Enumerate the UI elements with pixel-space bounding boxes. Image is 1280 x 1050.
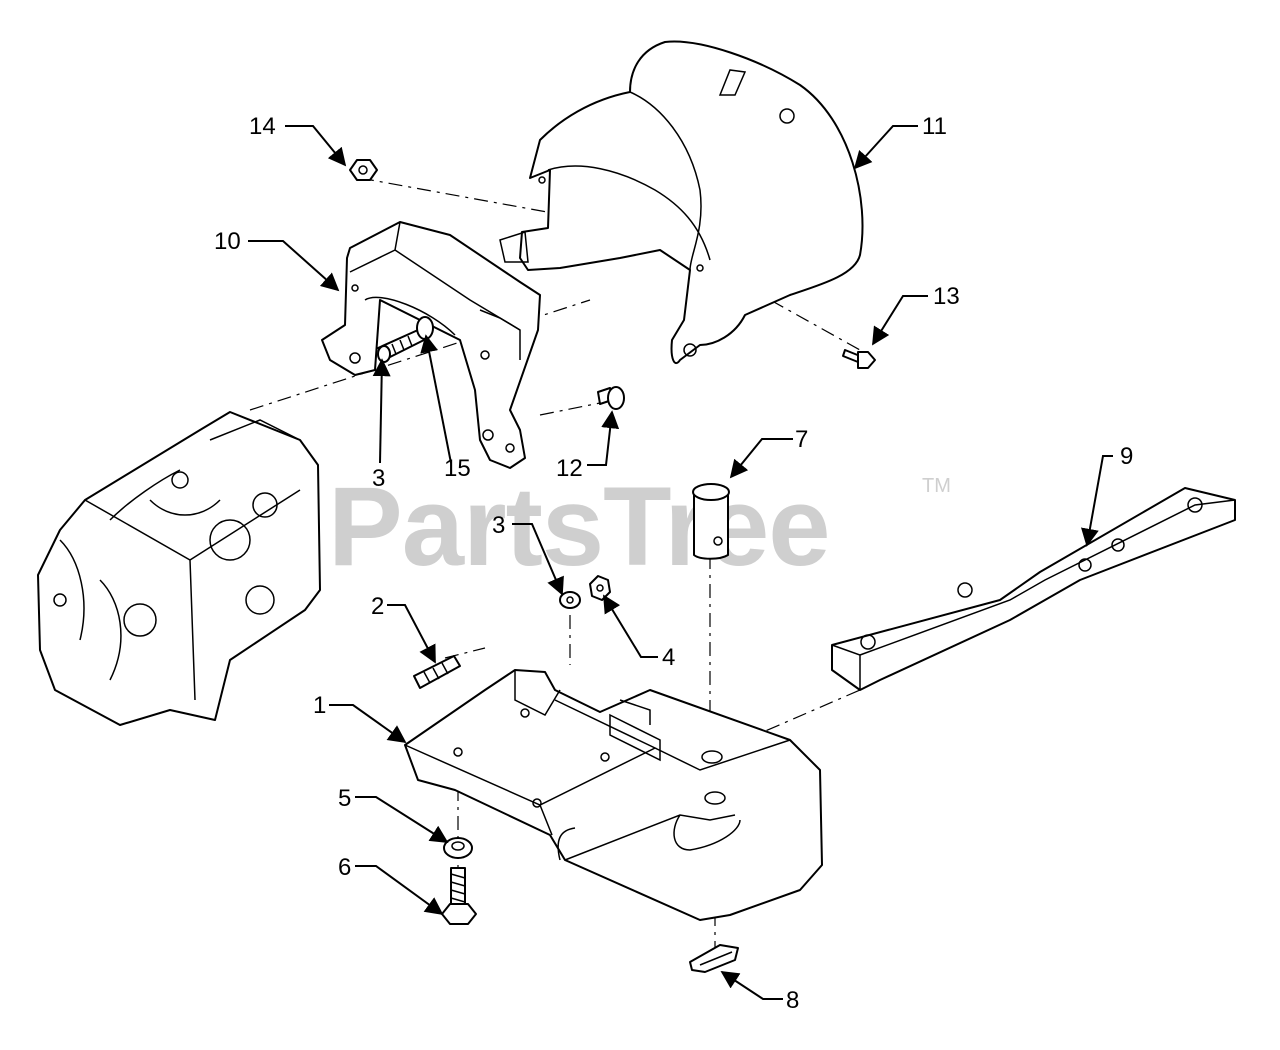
callout-labels: 14 11 10 13 3 15 12 7 9 3 2 4 1 5 6 8 [214,113,1133,1014]
bolt-part-13 [842,349,876,369]
callout-label-1: 1 [313,692,326,719]
cotter-pin-part-8 [689,944,739,973]
pin-part-7 [692,483,730,560]
bolt-part-6 [441,867,477,925]
callout-leaders [248,125,1113,1000]
watermark-text: PartsTree [328,464,830,589]
callout-label-5: 5 [338,785,351,812]
callout-label-3-lower: 3 [492,512,505,539]
washer-part-3-lower [559,591,581,609]
callout-label-15: 15 [444,455,471,482]
nut-part-14 [349,159,378,181]
callout-label-13: 13 [933,283,960,310]
callout-label-2: 2 [371,593,384,620]
nut-part-4 [589,575,611,601]
steering-cover-part-11 [499,40,864,365]
spring-part-2 [413,655,461,689]
callout-label-6: 6 [338,854,351,881]
transaxle-housing [37,411,321,726]
bar-part-9 [831,487,1236,691]
callout-label-4: 4 [662,644,675,671]
washer-part-3-upper [377,345,391,363]
callout-label-8: 8 [786,987,799,1014]
base-plate-part-1 [404,669,823,921]
washer-part-5 [443,837,473,859]
callout-label-14: 14 [249,113,276,140]
bolt-part-12 [597,386,625,410]
bracket-part-10 [321,221,541,469]
callout-label-11: 11 [922,113,947,140]
watermark-trademark: TM [922,475,951,497]
callout-label-3-upper: 3 [372,465,385,492]
callout-label-9: 9 [1120,443,1133,470]
callout-label-7: 7 [795,426,808,453]
callout-label-10: 10 [214,228,241,255]
callout-label-12: 12 [556,455,583,482]
watermark: PartsTree TM [328,464,951,589]
